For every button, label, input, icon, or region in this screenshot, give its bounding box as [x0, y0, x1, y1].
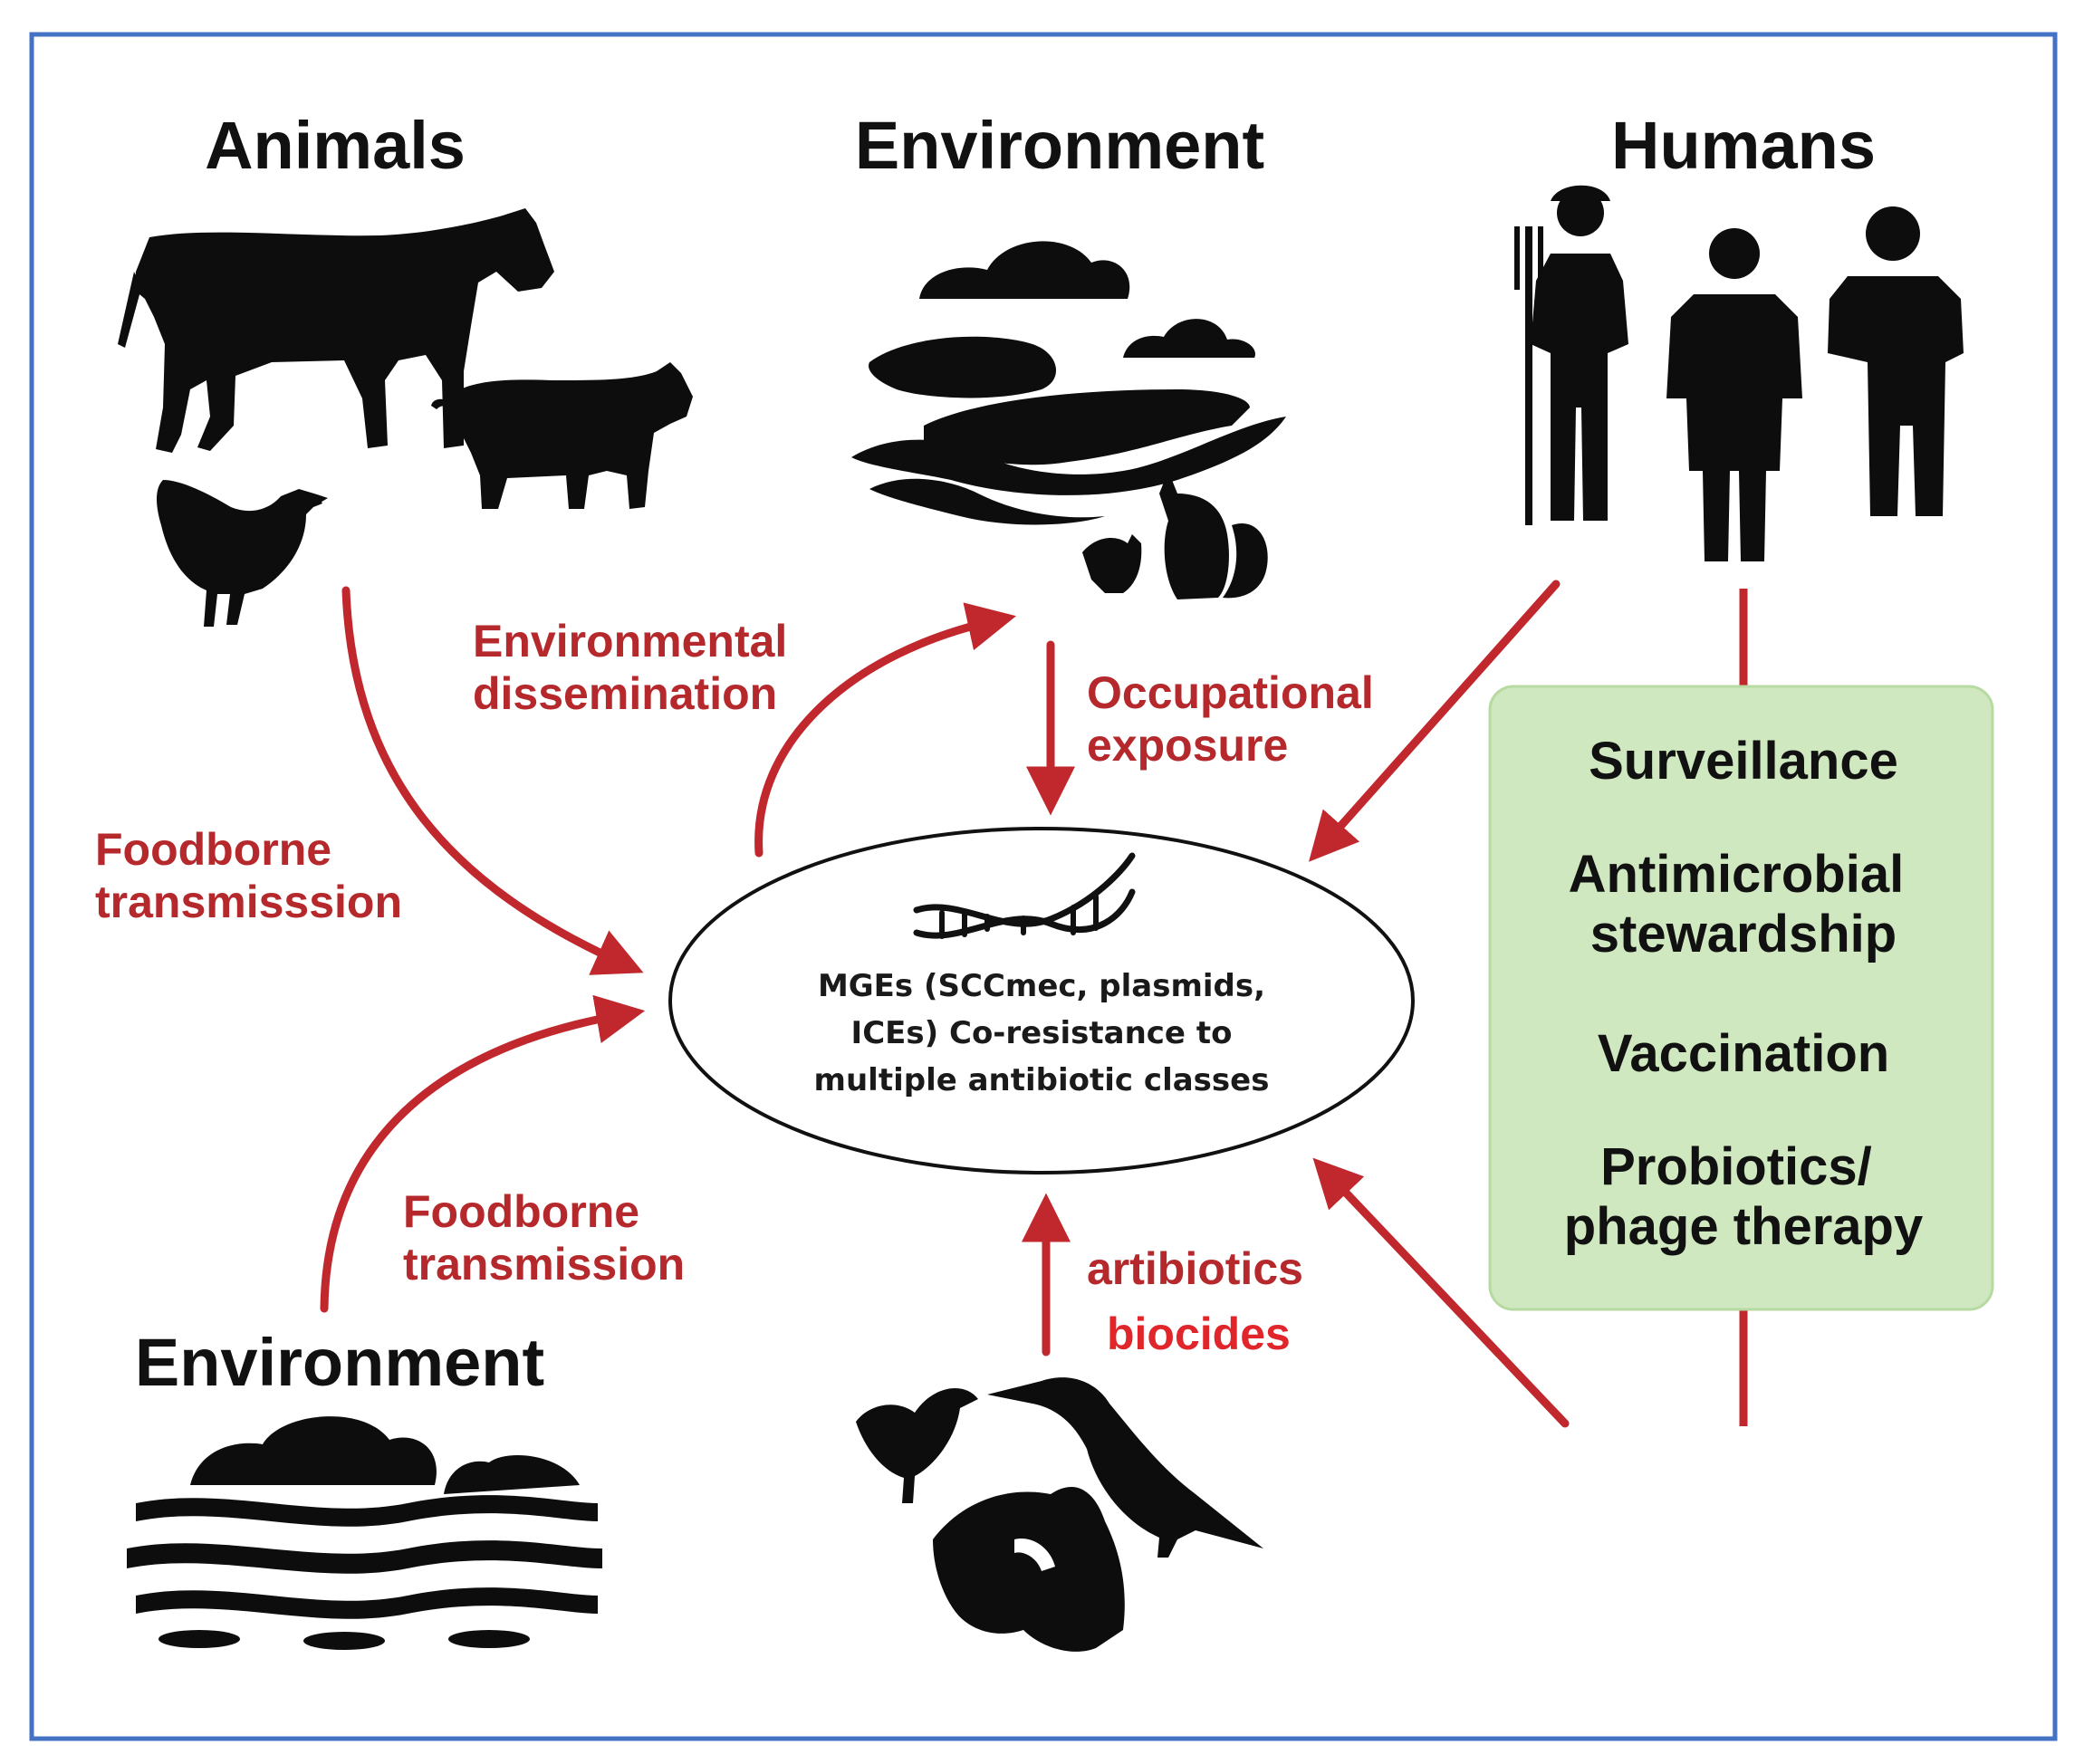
stewardship-line-2: stewardship	[1590, 905, 1897, 963]
center-text-line-2: ICEs) Co-resistance to	[851, 1015, 1233, 1051]
artibiotics-label: artibiotics	[1087, 1243, 1303, 1294]
occupational-exposure-label: Occupational exposure	[1087, 667, 1387, 771]
central-mge-ellipse	[668, 827, 1415, 1174]
arrow-center-to-environment	[754, 602, 1016, 858]
center-text-line-3: multiple antibiotic classes	[814, 1062, 1270, 1098]
arrow-humans-to-center	[1309, 580, 1561, 862]
antimicrobial-stewardship-label: Antimicrobial stewardship	[1569, 845, 1919, 963]
environmental-dissemination-label: Environmental dissemination	[473, 616, 800, 719]
arrow-environment-bottom-to-center	[320, 994, 646, 1313]
chick-icon	[856, 1388, 978, 1503]
wildlife-icon	[1082, 471, 1268, 599]
environment-top-title: Environment	[855, 108, 1264, 183]
foodborne-transmission-top-label: Foodborne transmisssion	[95, 824, 402, 927]
occupational-line-2: exposure	[1087, 720, 1288, 771]
foodborne-top-line-2: transmisssion	[95, 877, 402, 927]
biocides-label: biocides	[1107, 1309, 1291, 1359]
arrow-interventions-to-center	[1312, 1157, 1570, 1428]
env-dissemination-line-2: dissemination	[473, 668, 777, 719]
environment-bottom-title: Environment	[135, 1325, 544, 1400]
hills-icon	[851, 336, 1286, 525]
animals-title: Animals	[205, 108, 466, 183]
bird-icon	[987, 1377, 1263, 1558]
dog-icon	[933, 1486, 1125, 1652]
foodborne-top-line-1: Foodborne	[95, 824, 331, 875]
stewardship-line-1: Antimicrobial	[1569, 845, 1905, 904]
occupational-line-1: Occupational	[1087, 667, 1374, 718]
probiotics-line-1: Probiotics/	[1600, 1137, 1872, 1196]
center-text-line-1: MGEs (SCCmec, plasmids,	[818, 968, 1265, 1004]
probiotics-phage-label: Probiotics/ phage therapy	[1564, 1137, 1923, 1256]
water-waves-icon	[127, 1495, 602, 1650]
humans-title: Humans	[1611, 108, 1876, 183]
cloud-icon	[919, 241, 1255, 358]
interventions-box	[1488, 685, 1994, 1311]
chicken-icon	[157, 480, 328, 627]
foodborne-bottom-line-1: Foodborne	[403, 1186, 639, 1237]
pig-icon	[431, 362, 693, 509]
cloud-icon	[190, 1416, 580, 1494]
veterinarian-icon	[1666, 228, 1802, 561]
cow-icon	[118, 208, 554, 453]
farmer-icon	[1514, 185, 1628, 525]
vaccination-label: Vaccination	[1598, 1024, 1889, 1083]
env-dissemination-line-1: Environmental	[473, 616, 787, 666]
foodborne-bottom-line-2: transmission	[403, 1239, 685, 1289]
dna-icon	[913, 852, 1136, 939]
probiotics-line-2: phage therapy	[1564, 1197, 1923, 1256]
surveillance-label: Surveillance	[1589, 732, 1898, 791]
doctor-icon	[1828, 206, 1964, 516]
foodborne-transmission-bottom-label: Foodborne transmission	[403, 1186, 685, 1289]
arrow-animals-to-center	[341, 586, 644, 975]
